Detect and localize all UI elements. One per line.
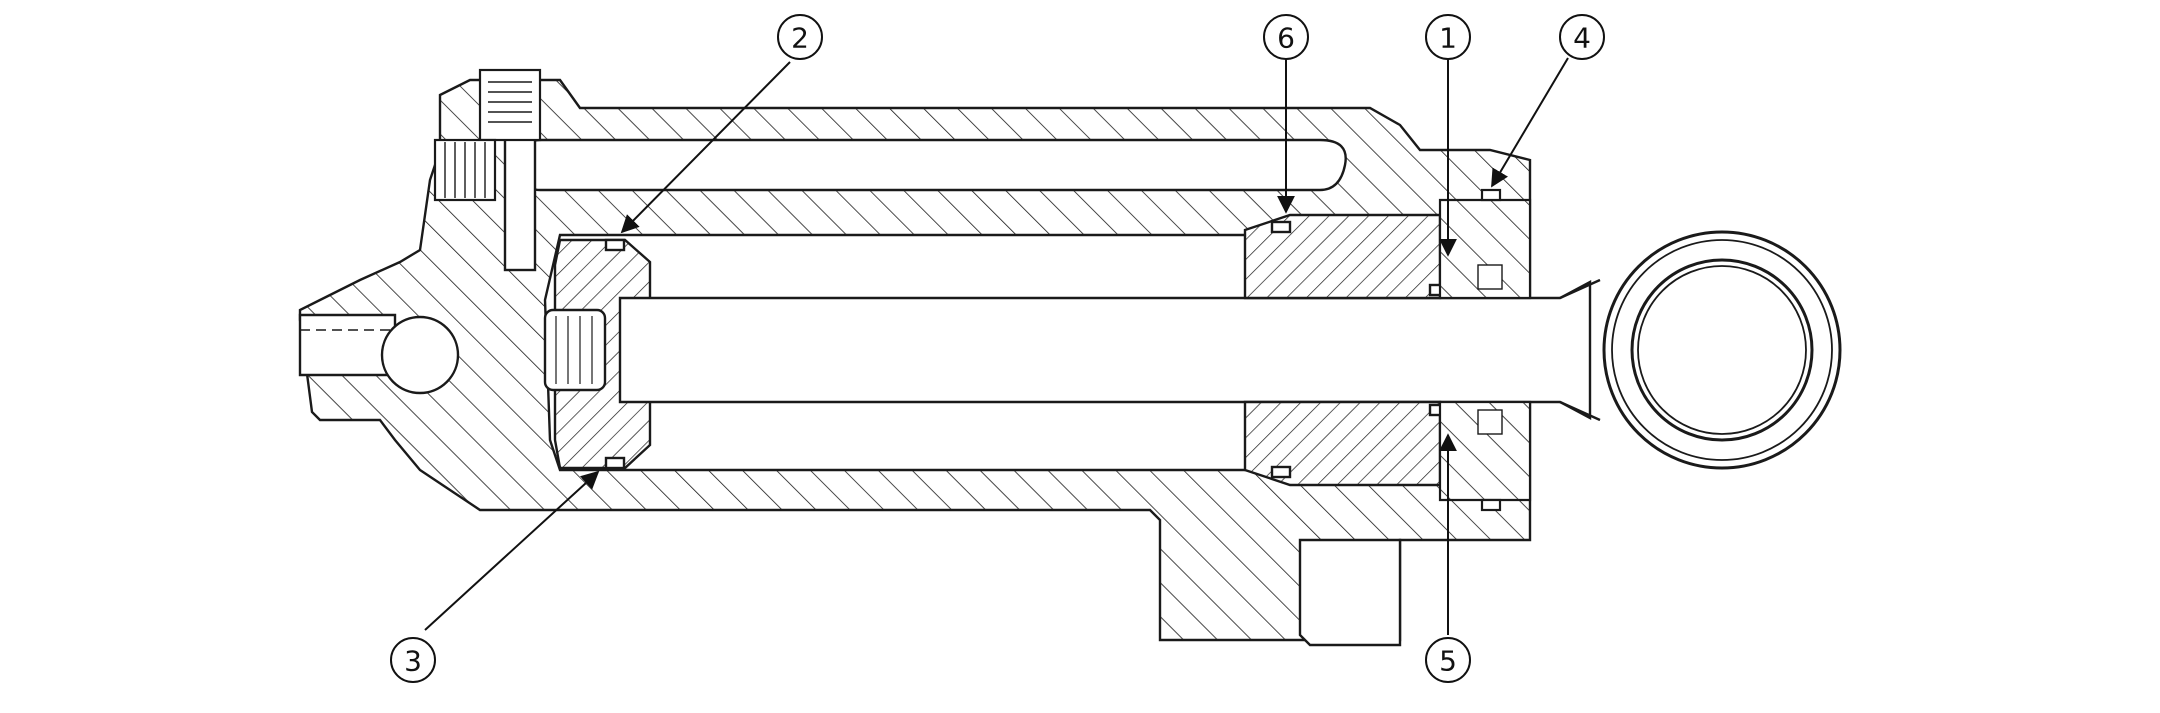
end-cap	[1438, 188, 1532, 512]
leader-4	[1491, 57, 1569, 188]
callout-leaders	[424, 57, 1569, 635]
callout-1-label: 1	[1439, 22, 1457, 55]
callout-2-label: 2	[791, 22, 809, 55]
inlet-port	[298, 313, 460, 395]
callout-1: 1	[1425, 14, 1471, 60]
callout-4: 4	[1559, 14, 1605, 60]
rod-gland	[1243, 213, 1450, 487]
callout-6: 6	[1263, 14, 1309, 60]
leader-2	[620, 61, 791, 234]
callout-3: 3	[390, 637, 436, 683]
callout-5: 5	[1425, 637, 1471, 683]
oil-passage	[503, 118, 1347, 272]
callout-6-label: 6	[1277, 22, 1295, 55]
bleed-fitting	[433, 68, 542, 202]
callouts: 1 2 3 4 5 6	[390, 14, 1605, 683]
callout-2: 2	[777, 14, 823, 60]
rod-eye	[1559, 230, 1842, 470]
callout-4-label: 4	[1573, 22, 1591, 55]
leader-3	[424, 470, 600, 631]
callout-3-label: 3	[404, 645, 422, 678]
mounting-lug	[1298, 538, 1402, 647]
callout-5-label: 5	[1439, 645, 1457, 678]
piston-rod	[618, 280, 1592, 420]
